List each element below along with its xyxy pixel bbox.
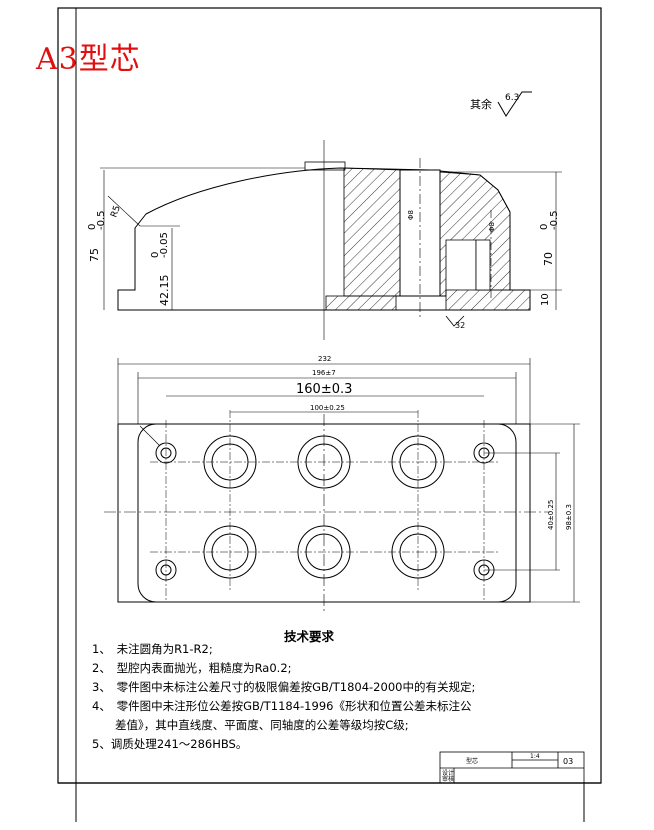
surface-finish-value: 6.3: [505, 93, 519, 103]
dim-mid-tol-lower: -0.05: [159, 232, 170, 258]
dim-total-height-tol-upper: 0: [87, 224, 98, 230]
dim-right-tol-upper: 0: [539, 224, 550, 230]
tech-requirements-title: 技术要求: [284, 629, 335, 644]
tech-requirement-item: 3、 零件图中未标注公差尺寸的极限偏差按GB/T1804-2000中的有关规定;: [92, 680, 476, 694]
dim-right-height: 70: [542, 252, 555, 266]
dim-hole-span: 196±7: [312, 369, 336, 377]
dim-vertical-2: 98±0.3: [565, 504, 573, 530]
section-view: 75 0 -0.5 R5 42.15 0 -0.05 70 0 -0.5 10 …: [87, 140, 562, 340]
title-block-row-2: 审核: [442, 775, 454, 783]
title-block-sheet-code: 03: [563, 757, 573, 766]
dim-vertical-1: 40±0.25: [547, 500, 555, 530]
surface-finish-label: 其余: [470, 97, 492, 111]
tech-requirement-item: 2、 型腔内表面抛光，粗糙度为Ra0.2;: [92, 661, 292, 675]
title-block: [439, 751, 585, 784]
dim-total-height: 75: [88, 248, 101, 262]
dim-hole-1: Φ8: [407, 210, 415, 220]
dim-inner-span: 100±0.25: [310, 404, 345, 412]
top-rib: [304, 161, 346, 171]
hatch-area-right: [439, 171, 511, 297]
plate-inner-outline: [137, 423, 517, 603]
surface-finish-symbol: [497, 91, 532, 117]
title-block-scale: 1:4: [530, 753, 540, 760]
dim-overall: 232: [318, 355, 331, 363]
dim-right-tol-lower: -0.5: [549, 210, 560, 230]
tech-requirement-item: 5、调质处理241～286HBS。: [92, 737, 248, 751]
dim-base: 10: [540, 293, 551, 306]
drawing-title: A3型芯: [36, 42, 141, 77]
boss-centerlines: [150, 410, 500, 602]
hatch-area-left: [343, 167, 401, 297]
hatch-base-left: [325, 295, 397, 311]
bottom-finish-symbol: [445, 315, 465, 327]
dim-total-height-tol-lower: -0.5: [96, 210, 107, 230]
tech-requirement-item: 4、 零件图中未注形位公差按GB/T1184-1996《形状和位置公差未标注公: [92, 699, 472, 713]
dim-hole-2: Φ8: [488, 222, 496, 232]
dim-bottom: 32: [455, 321, 465, 330]
leader-radius: [107, 195, 141, 227]
dim-center-span: 160±0.3: [296, 382, 352, 397]
plan-dimensions: [117, 358, 580, 603]
tech-requirement-item: 1、 未注圆角为R1-R2;: [92, 642, 213, 656]
tech-requirement-item: 差值》，其中直线度、平面度、同轴度的公差等级均按C级;: [92, 718, 409, 732]
dim-mid-tol-upper: 0: [150, 252, 161, 258]
hatch-base-right: [445, 289, 531, 311]
title-block-part-name: 型芯: [466, 757, 478, 765]
dim-mid-height: 42.15: [158, 275, 171, 307]
title-block-row-1: 设计: [442, 769, 454, 777]
dim-radius-small: R5: [109, 204, 122, 219]
ejector-hole: [475, 239, 491, 291]
plan-view: 232 196±7 160±0.3 100±0.25 40±0.25 98±0.…: [104, 355, 580, 614]
